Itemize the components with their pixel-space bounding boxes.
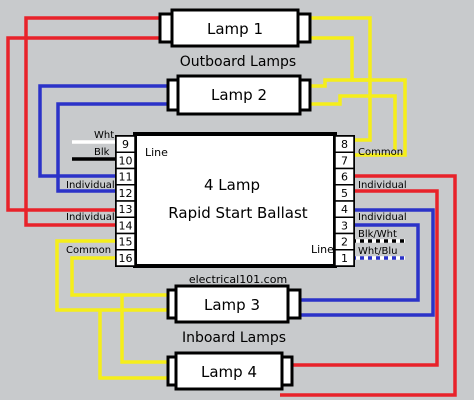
credit-text: electrical101.com (189, 273, 287, 286)
terminal-number-6: 6 (341, 171, 348, 184)
wire-blue-11-lamp2 (38, 84, 178, 178)
wire-red-6-lamp4 (280, 174, 457, 397)
label-common-left: Common (66, 245, 111, 256)
ballast-line-right: Line (311, 243, 334, 256)
label-blk: Blk (94, 147, 110, 158)
wire-yellow-lamp2-right-b (300, 94, 397, 150)
terminal-number-2: 2 (341, 236, 348, 249)
lamp-3-label: Lamp 3 (204, 296, 260, 314)
terminal-number-16: 16 (119, 252, 133, 265)
terminal-number-9: 9 (122, 138, 129, 151)
lamp-2-label: Lamp 2 (211, 86, 267, 104)
wire-blue-4-lamp3 (285, 208, 435, 317)
label-individual-right-upper: Individual (358, 180, 407, 191)
terminal-number-5: 5 (341, 187, 348, 200)
terminal-right-1 (334, 249, 355, 267)
lamp-2: Lamp 2 (166, 74, 312, 116)
label-common-right: Common (358, 147, 403, 158)
label-individual-left-lower: Individual (66, 212, 115, 223)
lamp-3: Lamp 3 (166, 284, 302, 324)
wire-yellow-16-lamp3 (70, 256, 178, 297)
terminal-number-7: 7 (341, 154, 348, 167)
label-blk-wht: Blk/Wht (358, 229, 397, 240)
terminal-number-4: 4 (341, 203, 348, 216)
wire-yellow-lamp3-lamp4-b (120, 295, 178, 364)
label-individual-left-upper: Individual (66, 180, 115, 191)
label-wht: Wht (94, 130, 114, 141)
wire-yellow-lamp1-right-b (300, 36, 407, 157)
lamp-1-label: Lamp 1 (207, 20, 263, 38)
label-individual-right-lower: Individual (358, 212, 407, 223)
wire-yellow-15-lamp3 (55, 239, 178, 312)
ballast-title-line1: 4 Lamp (204, 176, 260, 194)
wire-blue-12-lamp2 (56, 102, 178, 193)
terminal-number-15: 15 (119, 236, 133, 249)
terminal-left-16 (115, 249, 136, 267)
ballast: 4 Lamp Rapid Start Ballast Line Line (133, 132, 337, 268)
wire-yellow-lamp2-right-a (300, 78, 372, 88)
lamp-1: Lamp 1 (158, 8, 312, 48)
terminal-number-8: 8 (341, 138, 348, 151)
terminal-number-13: 13 (119, 203, 133, 216)
wire-blue-3-lamp3 (285, 223, 420, 302)
terminal-block-left: 9 10 11 12 13 14 15 16 (115, 135, 136, 267)
inboard-lamps-label: Inboard Lamps (182, 330, 286, 346)
terminal-number-10: 10 (119, 154, 133, 167)
lamp-4-label: Lamp 4 (201, 363, 257, 381)
terminal-number-12: 12 (119, 187, 133, 200)
wire-red-13-lamp1 (6, 36, 170, 212)
terminal-number-14: 14 (119, 219, 133, 232)
lamp-4: Lamp 4 (166, 351, 294, 391)
terminal-number-1: 1 (341, 252, 348, 265)
ballast-title-line2: Rapid Start Ballast (168, 204, 307, 222)
wire-red-5-lamp4 (280, 189, 439, 367)
terminal-block-right: 8 7 6 5 4 3 2 1 (334, 135, 355, 267)
wire-red-14-lamp1 (24, 16, 170, 227)
label-wht-blu: Wht/Blu (358, 246, 398, 257)
ballast-line-left: Line (145, 146, 168, 159)
terminal-number-11: 11 (119, 171, 133, 184)
wire-yellow-lamp3-lamp4-a (98, 310, 178, 380)
terminal-number-3: 3 (341, 219, 348, 232)
outboard-lamps-label: Outboard Lamps (180, 54, 296, 70)
